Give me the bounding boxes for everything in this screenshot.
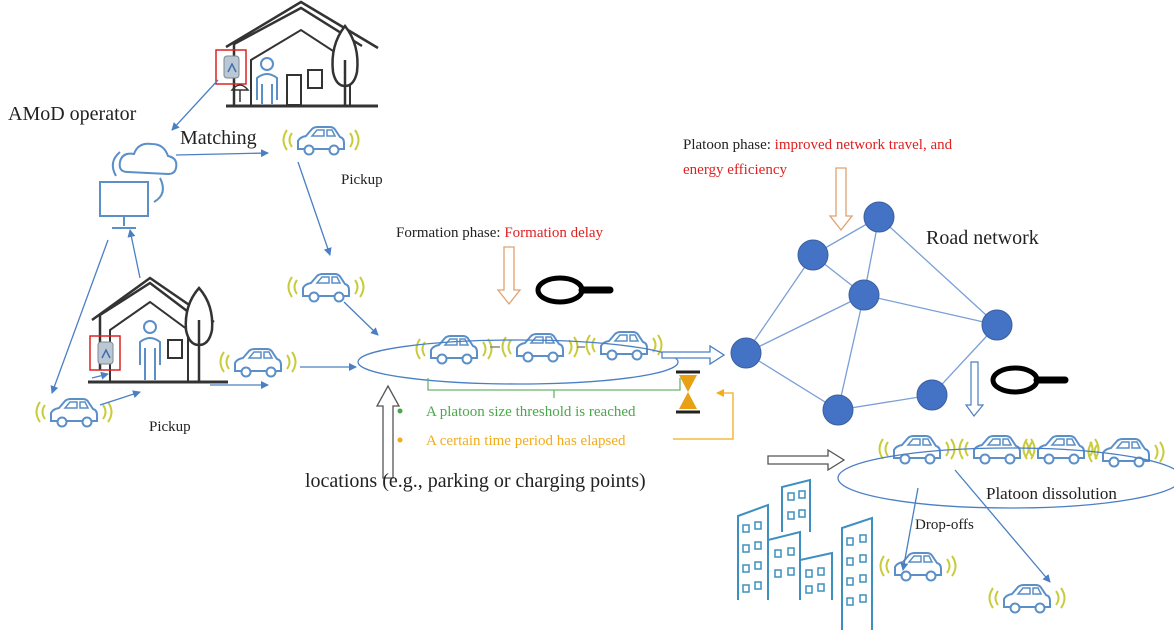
- drop-offs-label: Drop-offs: [915, 517, 974, 533]
- condition-time-elapsed: A certain time period has elapsed: [426, 433, 626, 449]
- house-icon: [225, 0, 379, 108]
- condition-bullet: [397, 408, 403, 414]
- network-down-arrow: [964, 361, 985, 417]
- smartphone-icon: [89, 335, 121, 371]
- flow-arrows: [50, 79, 1051, 583]
- time-feedback-arrow: [673, 389, 734, 440]
- platoon-dissolution-label: Platoon dissolution: [986, 484, 1117, 503]
- car-icon: [988, 584, 1066, 614]
- to-network-arrow: [661, 344, 726, 366]
- building-icon: [737, 478, 873, 630]
- smartphone-icon: [215, 49, 247, 85]
- magnifier-icon: [993, 368, 1065, 392]
- platoon-phase-label: Platoon phase: improved network travel, …: [683, 137, 953, 153]
- car-icon: [35, 398, 113, 428]
- pickup-label-bottom: Pickup: [149, 419, 191, 435]
- locations-up-arrow: [375, 384, 401, 479]
- flower-icon: [230, 84, 250, 102]
- platoon-bracket: [427, 378, 681, 398]
- locations-label: locations (e.g., parking or charging poi…: [305, 470, 646, 492]
- to-dissolution-arrow: [767, 448, 846, 472]
- magnifier-icon: [538, 278, 610, 302]
- person-icon: [256, 57, 278, 104]
- tree-icon: [184, 286, 214, 382]
- platoon-phase-label-line2: energy efficiency: [683, 162, 787, 178]
- person-icon: [139, 320, 161, 380]
- formation-location-ellipse: [357, 339, 679, 385]
- car-icon: [219, 348, 297, 378]
- formation-phase-label: Formation phase: Formation delay: [396, 225, 604, 241]
- tree-icon: [331, 23, 359, 106]
- platoon-down-arrow: [828, 167, 854, 232]
- matching-label: Matching: [180, 127, 257, 149]
- dissolution-ellipse: [837, 447, 1174, 509]
- road-network-label: Road network: [926, 227, 1039, 249]
- cloud-icon: [118, 142, 178, 176]
- road-network-icon: [730, 201, 1013, 426]
- pickup-label-top: Pickup: [341, 172, 383, 188]
- car-icon: [287, 273, 365, 303]
- car-icon: [879, 552, 957, 582]
- condition-bullet: [397, 437, 403, 443]
- car-icon: [282, 126, 360, 156]
- hourglass-icon: [676, 370, 700, 414]
- car-icon: [501, 333, 579, 363]
- formation-down-arrow: [496, 246, 522, 306]
- amod-operator-label: AMoD operator: [8, 103, 137, 125]
- condition-size-threshold: A platoon size threshold is reached: [426, 404, 636, 420]
- computer-icon: [99, 181, 149, 229]
- sync-arrows-icon: [111, 151, 164, 203]
